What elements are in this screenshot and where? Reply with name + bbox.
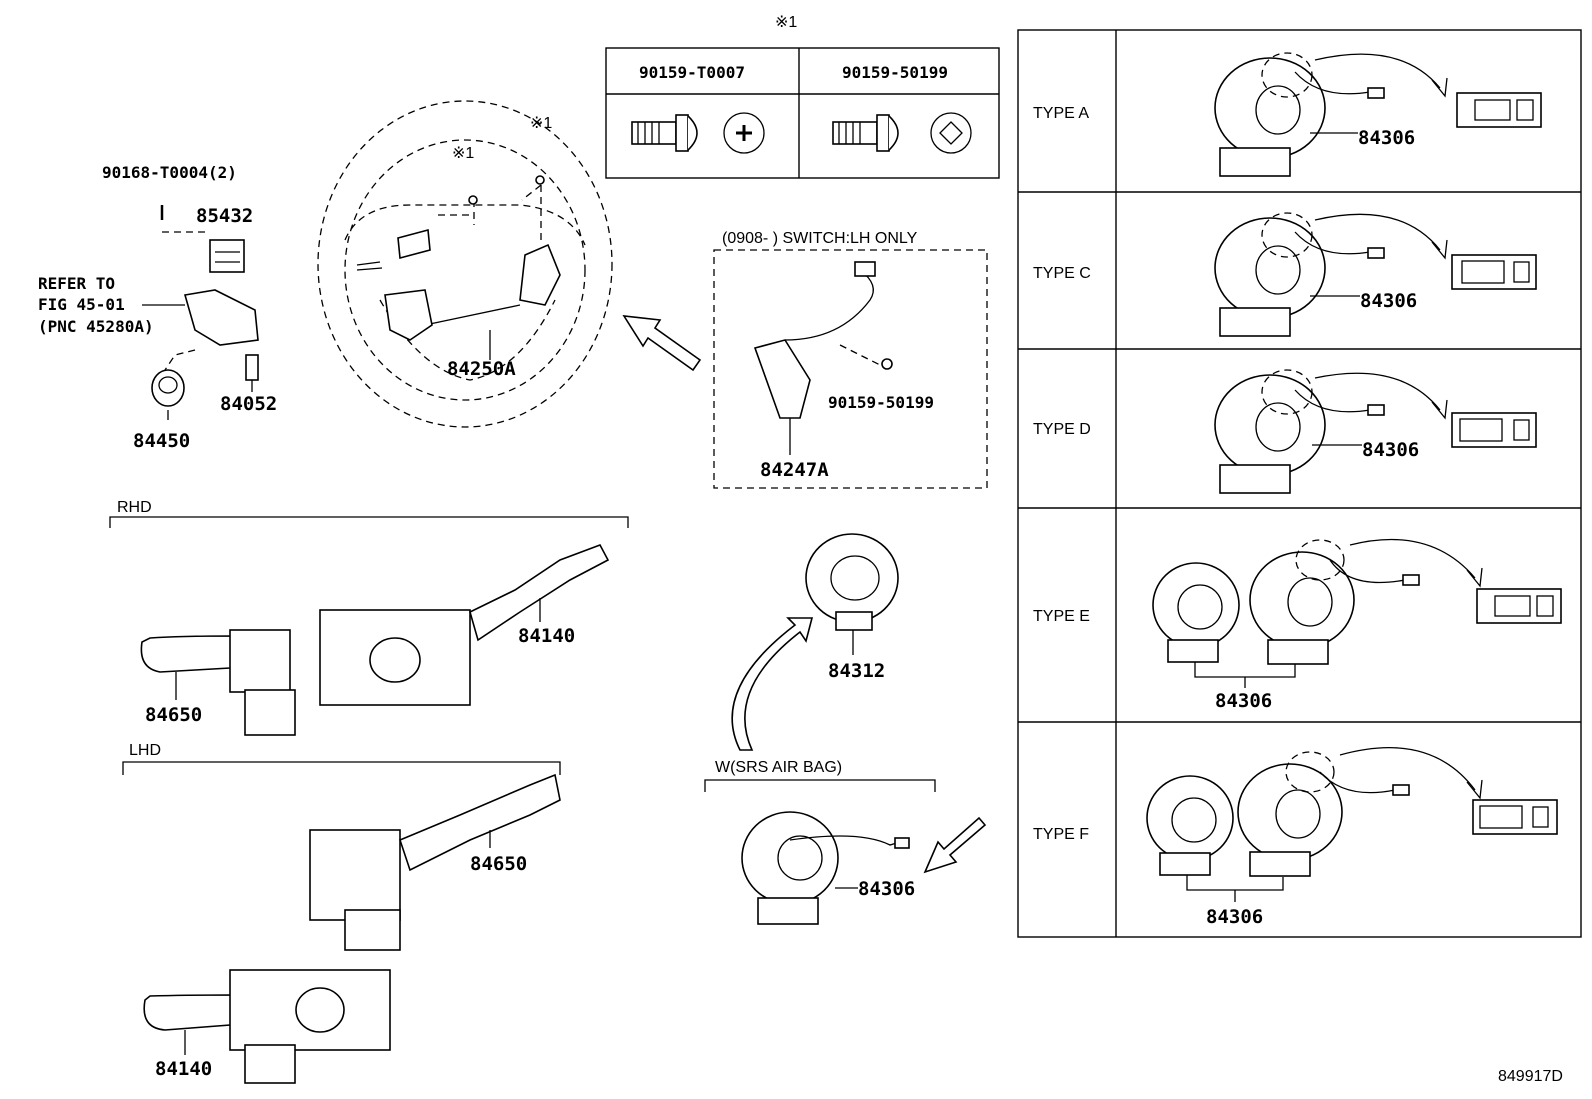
lhd-group: LHD 84650 84140 bbox=[122, 742, 561, 1084]
srs-label: W(SRS AIR BAG) bbox=[715, 759, 842, 776]
type-f-label: TYPE F bbox=[1033, 826, 1089, 843]
ignition-cluster: 90168-T0004(2) 85432 REFER TO FIG 45-01 … bbox=[38, 163, 277, 452]
part-number-90168: 90168-T0004(2) bbox=[102, 163, 237, 182]
rhd-label: RHD bbox=[117, 499, 152, 516]
rhd-group: RHD 84650 84140 bbox=[109, 499, 629, 736]
figure-id: 849917D bbox=[1498, 1068, 1563, 1085]
type-c-part-number: 84306 bbox=[1360, 290, 1417, 312]
part-number-84650-rhd: 84650 bbox=[145, 704, 202, 726]
part-number-84140-rhd: 84140 bbox=[518, 625, 575, 647]
note-mark-2: ※1 bbox=[530, 115, 552, 132]
switch-lh-only-group: (0908- ) SWITCH:LH ONLY 90159-50199 8424… bbox=[713, 230, 988, 489]
note-mark-1: ※1 bbox=[452, 145, 474, 162]
type-a-label: TYPE A bbox=[1033, 105, 1089, 122]
part-number-90159-50199: 90159-50199 bbox=[828, 393, 934, 412]
spiral-cable-84312: 84312 bbox=[731, 533, 899, 751]
refer-to-line-2: FIG 45-01 bbox=[38, 295, 125, 314]
screw-icon bbox=[631, 112, 765, 154]
part-number-84450: 84450 bbox=[133, 430, 190, 452]
type-d-label: TYPE D bbox=[1033, 421, 1091, 438]
type-a-part-number: 84306 bbox=[1358, 127, 1415, 149]
type-c-spiral-cable: 84306 bbox=[1214, 212, 1537, 337]
part-number-84650-lhd: 84650 bbox=[470, 853, 527, 875]
torx-screw-icon bbox=[832, 112, 972, 154]
screw-table-col-2: 90159-50199 bbox=[842, 63, 948, 82]
part-number-84140-lhd: 84140 bbox=[155, 1058, 212, 1080]
type-f-spiral-cable: 84306 bbox=[1146, 747, 1558, 928]
type-f-part-number: 84306 bbox=[1206, 906, 1263, 928]
type-table: TYPE A 84306 TYPE C bbox=[1017, 29, 1582, 938]
screw-table-mark: ※1 bbox=[775, 14, 797, 31]
part-number-84306-srs: 84306 bbox=[858, 878, 915, 900]
type-e-part-number: 84306 bbox=[1215, 690, 1272, 712]
type-e-label: TYPE E bbox=[1033, 608, 1090, 625]
type-d-part-number: 84306 bbox=[1362, 439, 1419, 461]
refer-to-line-3: (PNC 45280A) bbox=[38, 317, 154, 336]
part-number-84052: 84052 bbox=[220, 393, 277, 415]
screw-table: ※1 90159-T0007 90159-50199 bbox=[605, 14, 1000, 179]
steering-wheel: ※1 ※1 84250A bbox=[317, 100, 613, 428]
type-c-label: TYPE C bbox=[1033, 265, 1091, 282]
arrow-icon bbox=[923, 816, 987, 874]
srs-group: W(SRS AIR BAG) 84306 bbox=[704, 759, 987, 925]
type-a-spiral-cable: 84306 bbox=[1214, 52, 1542, 177]
part-number-84247a: 84247A bbox=[760, 459, 829, 481]
refer-to-line-1: REFER TO bbox=[38, 274, 115, 293]
curved-arrow-icon bbox=[731, 617, 814, 751]
part-number-85432: 85432 bbox=[196, 205, 253, 227]
switch-lh-only-label: (0908- ) SWITCH:LH ONLY bbox=[722, 230, 918, 247]
part-number-84312: 84312 bbox=[828, 660, 885, 682]
arrow-icon bbox=[622, 315, 702, 372]
type-e-spiral-cable: 84306 bbox=[1152, 538, 1562, 712]
type-d-spiral-cable: 84306 bbox=[1214, 369, 1537, 494]
part-number-84250a: 84250A bbox=[447, 358, 516, 380]
lhd-label: LHD bbox=[129, 742, 161, 759]
screw-table-col-1: 90159-T0007 bbox=[639, 63, 745, 82]
